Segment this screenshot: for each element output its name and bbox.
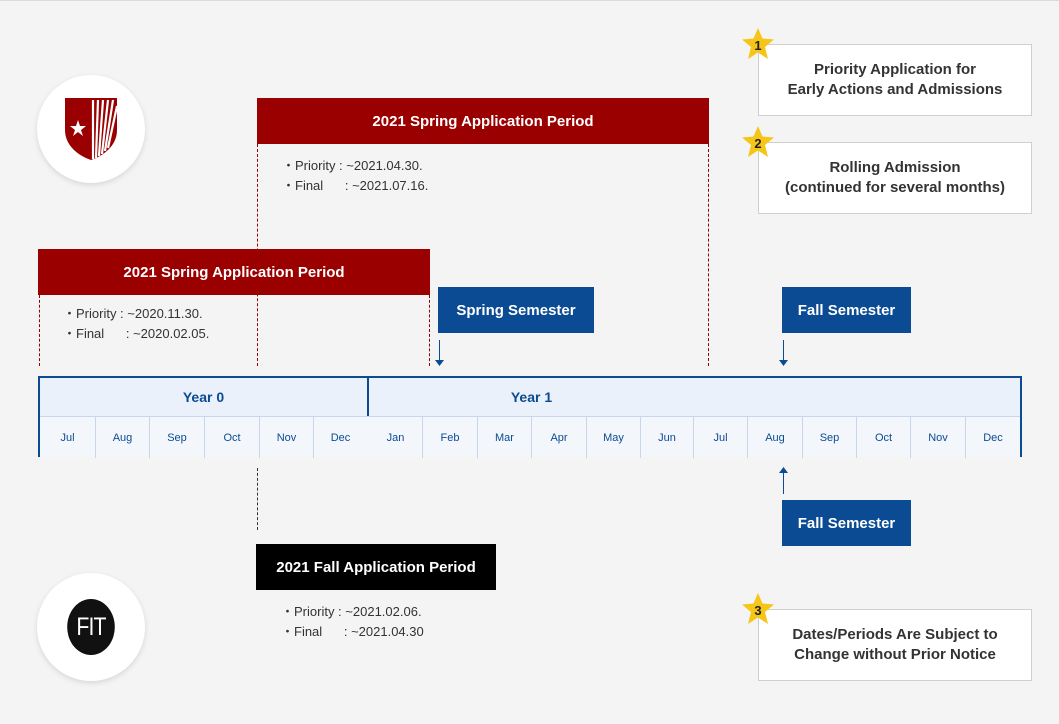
year1-label: Year 1	[510, 389, 553, 405]
star-badge-2: 2	[741, 125, 775, 159]
month-cell: Jul	[40, 417, 96, 458]
month-cell: Nov	[260, 417, 314, 458]
guide-line-spring-y1-end	[708, 144, 709, 366]
final-date: ・Final : ~2021.07.16.	[282, 178, 429, 193]
school-logo-bottom: FIT	[37, 573, 145, 681]
guide-line-fall-start	[257, 468, 258, 530]
spring-period-year1-bar: 2021 Spring Application Period	[257, 98, 709, 144]
guide-line-spring-y0-start	[39, 295, 40, 366]
month-cell: Sep	[803, 417, 857, 458]
final-date: ・Final : ~2021.04.30	[281, 624, 424, 639]
fall-period-bar: 2021 Fall Application Period	[256, 544, 496, 590]
month-cell: Feb	[423, 417, 478, 458]
note-line: Dates/Periods Are Subject to	[792, 626, 998, 643]
shield-star-icon	[65, 98, 119, 160]
fall-semester-tag-bottom: Fall Semester	[782, 500, 911, 546]
month-cell: Aug	[96, 417, 150, 458]
priority-date: ・Priority : ~2020.11.30.	[63, 306, 203, 321]
arrow-down-icon	[435, 360, 444, 366]
fall-semester-tag-top: Fall Semester	[782, 287, 911, 333]
fall-semester-pointer-top	[783, 340, 784, 365]
fall-semester-pointer-bottom	[783, 470, 784, 494]
month-cell: Oct	[205, 417, 260, 458]
month-cell: Mar	[478, 417, 532, 458]
star-number: 3	[754, 602, 762, 618]
star-number: 2	[754, 135, 762, 151]
month-cell: Nov	[911, 417, 966, 458]
priority-date: ・Priority : ~2021.02.06.	[281, 604, 422, 619]
note-box-3: Dates/Periods Are Subject to Change with…	[758, 609, 1032, 681]
arrow-down-icon	[779, 360, 788, 366]
school-logo-top	[37, 75, 145, 183]
spring-period-year1-dates: ・Priority : ~2021.04.30. ・Final : ~2021.…	[282, 156, 428, 196]
final-date: ・Final : ~2020.02.05.	[63, 326, 210, 341]
star-icon	[742, 126, 774, 157]
spring-period-year0-bar: 2021 Spring Application Period	[38, 249, 430, 295]
month-cell: May	[587, 417, 641, 458]
note-box-1: Priority Application for Early Actions a…	[758, 44, 1032, 116]
star-badge-3: 3	[741, 592, 775, 626]
star-number: 1	[754, 37, 762, 53]
fit-logo: FIT	[67, 599, 115, 655]
month-cell: Oct	[857, 417, 911, 458]
month-cell: Aug	[748, 417, 803, 458]
month-cell: Apr	[532, 417, 587, 458]
month-cell: Jun	[641, 417, 694, 458]
month-cell: Dec	[330, 431, 351, 444]
note-line: (continued for several months)	[784, 179, 1006, 196]
year0-label: Year 0	[182, 389, 225, 405]
month-cell: Jan	[369, 417, 423, 458]
note-line: Priority Application for	[814, 61, 976, 78]
month-cell: Jul	[694, 417, 748, 458]
star-badge-1: 1	[741, 27, 775, 61]
month-cell: Dec	[983, 431, 1003, 444]
fall-period-dates: ・Priority : ~2021.02.06. ・Final : ~2021.…	[281, 602, 424, 642]
spring-semester-tag: Spring Semester	[438, 287, 594, 333]
spring-period-year0-dates: ・Priority : ~2020.11.30. ・Final : ~2020.…	[63, 304, 209, 344]
month-row: Jul Aug Sep Oct Nov Dec Jan Feb Mar Apr …	[40, 416, 1020, 458]
note-box-2: Rolling Admission (continued for several…	[758, 142, 1032, 214]
note-line: Change without Prior Notice	[794, 646, 996, 663]
note-line: Rolling Admission	[829, 159, 961, 176]
priority-date: ・Priority : ~2021.04.30.	[282, 158, 423, 173]
spring-semester-pointer	[439, 340, 440, 365]
top-border	[0, 0, 1059, 1]
star-icon	[742, 593, 774, 624]
note-line: Early Actions and Admissions	[787, 81, 1003, 98]
guide-line-spring-y0-end	[429, 295, 430, 366]
star-icon	[742, 28, 774, 59]
timeline: Year 0 Year 1 Jul Aug Sep Oct Nov Dec Ja…	[38, 376, 1022, 458]
month-cell: Sep	[150, 417, 205, 458]
